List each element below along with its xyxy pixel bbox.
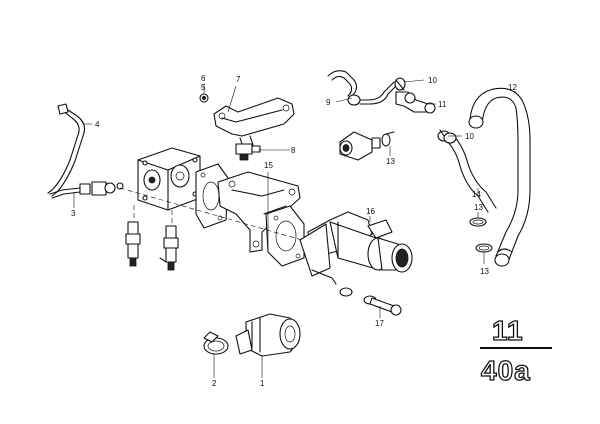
thermostat-1 [235,313,301,357]
callout-5: 5 [201,83,206,92]
callout-8: 8 [291,146,296,155]
callout-17: 17 [375,319,384,328]
page-ref-bottom: 40a [481,355,531,386]
callout-15: 15 [264,161,273,170]
hose-9 [327,70,397,106]
page-ref-top: 11 [492,315,524,346]
callout-14: 14 [472,190,481,199]
callout-2: 2 [212,379,217,388]
clamp-10-upper [394,77,406,91]
valve-16 [299,211,413,285]
hose-12 [468,87,531,267]
callout-13-mid: 13 [474,203,483,212]
temperature-sensor-right [159,210,179,271]
switch-13-upper [339,131,395,161]
thermostat-housing [137,147,201,211]
callout-11: 11 [438,100,447,109]
callout-4: 4 [95,120,100,129]
callout-12: 12 [508,83,517,92]
bolt-17 [339,287,402,316]
bracket-7 [213,97,295,151]
callout-7: 7 [236,75,241,84]
page-reference: 11 40a [480,314,552,387]
callout-1: 1 [260,379,265,388]
callout-13-upper: 13 [386,157,395,166]
nut-5 [199,93,209,103]
callout-6: 6 [201,74,206,83]
connector-11 [395,91,436,114]
temperature-sensor-left [125,205,141,267]
bracket-15 [217,171,301,253]
leader-lines [73,79,517,378]
callout-3: 3 [71,209,76,218]
hose-14 [443,132,497,213]
clamp-13-mid [469,217,487,227]
clamp-2 [203,331,229,355]
callout-10-upper: 10 [428,76,437,85]
sensor-8 [235,143,261,161]
callout-13-low: 13 [480,267,489,276]
callout-10-lower: 10 [465,132,474,141]
flange-gasket [265,205,305,267]
callout-16: 16 [366,207,375,216]
pipe-4 [47,103,124,199]
clamp-13-low [475,243,493,253]
callout-9: 9 [326,98,331,107]
